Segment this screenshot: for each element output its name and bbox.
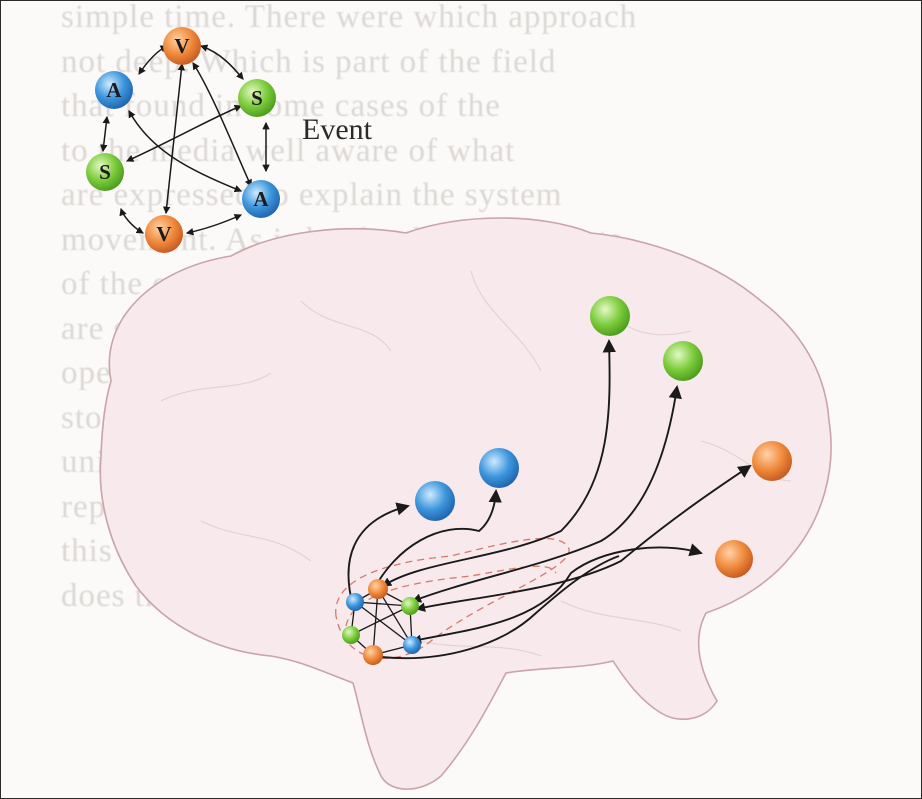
cortex-node-visual-2: [715, 540, 753, 578]
event-label: Event: [302, 113, 373, 146]
cortical-arrows: [346, 339, 752, 660]
event-node-v-bottom: [145, 215, 183, 253]
assembly-node-orange-top: [368, 579, 388, 599]
cortex-node-auditory-2: [479, 448, 519, 488]
brain-outline: [99, 217, 832, 790]
event-node-a-left-label: A: [106, 78, 122, 102]
event-node-v-bottom-label: V: [156, 222, 171, 246]
assembly-network-nodes: [342, 579, 421, 665]
event-node-a-left: [95, 71, 133, 109]
assembly-node-orange-bottom: [363, 645, 383, 665]
event-legend-links: [100, 44, 270, 236]
assembly-node-blue-right: [403, 636, 421, 654]
assembly-node-green-left: [342, 626, 360, 644]
event-node-s-left: [86, 153, 124, 191]
cortex-node-auditory-1: [415, 481, 455, 521]
cortex-node-somatosensory-2: [663, 341, 703, 381]
assembly-node-blue-left: [346, 593, 364, 611]
event-node-s-right: [238, 79, 276, 117]
event-legend-nodes: [86, 27, 280, 253]
event-legend: V S A V S A Event: [86, 27, 373, 253]
cortex-node-somatosensory-1: [590, 296, 630, 336]
cortex-node-visual-1: [752, 441, 792, 481]
event-node-a-right-label: A: [253, 187, 269, 211]
event-node-v-top-label: V: [174, 34, 189, 58]
event-node-v-top: [163, 27, 201, 65]
event-node-a-right: [242, 180, 280, 218]
event-legend-node-labels: V S A V S A: [99, 34, 269, 246]
cortical-nodes: [415, 296, 792, 578]
event-node-s-right-label: S: [251, 86, 263, 110]
event-node-s-left-label: S: [99, 160, 111, 184]
assembly-node-green-right: [401, 597, 419, 615]
